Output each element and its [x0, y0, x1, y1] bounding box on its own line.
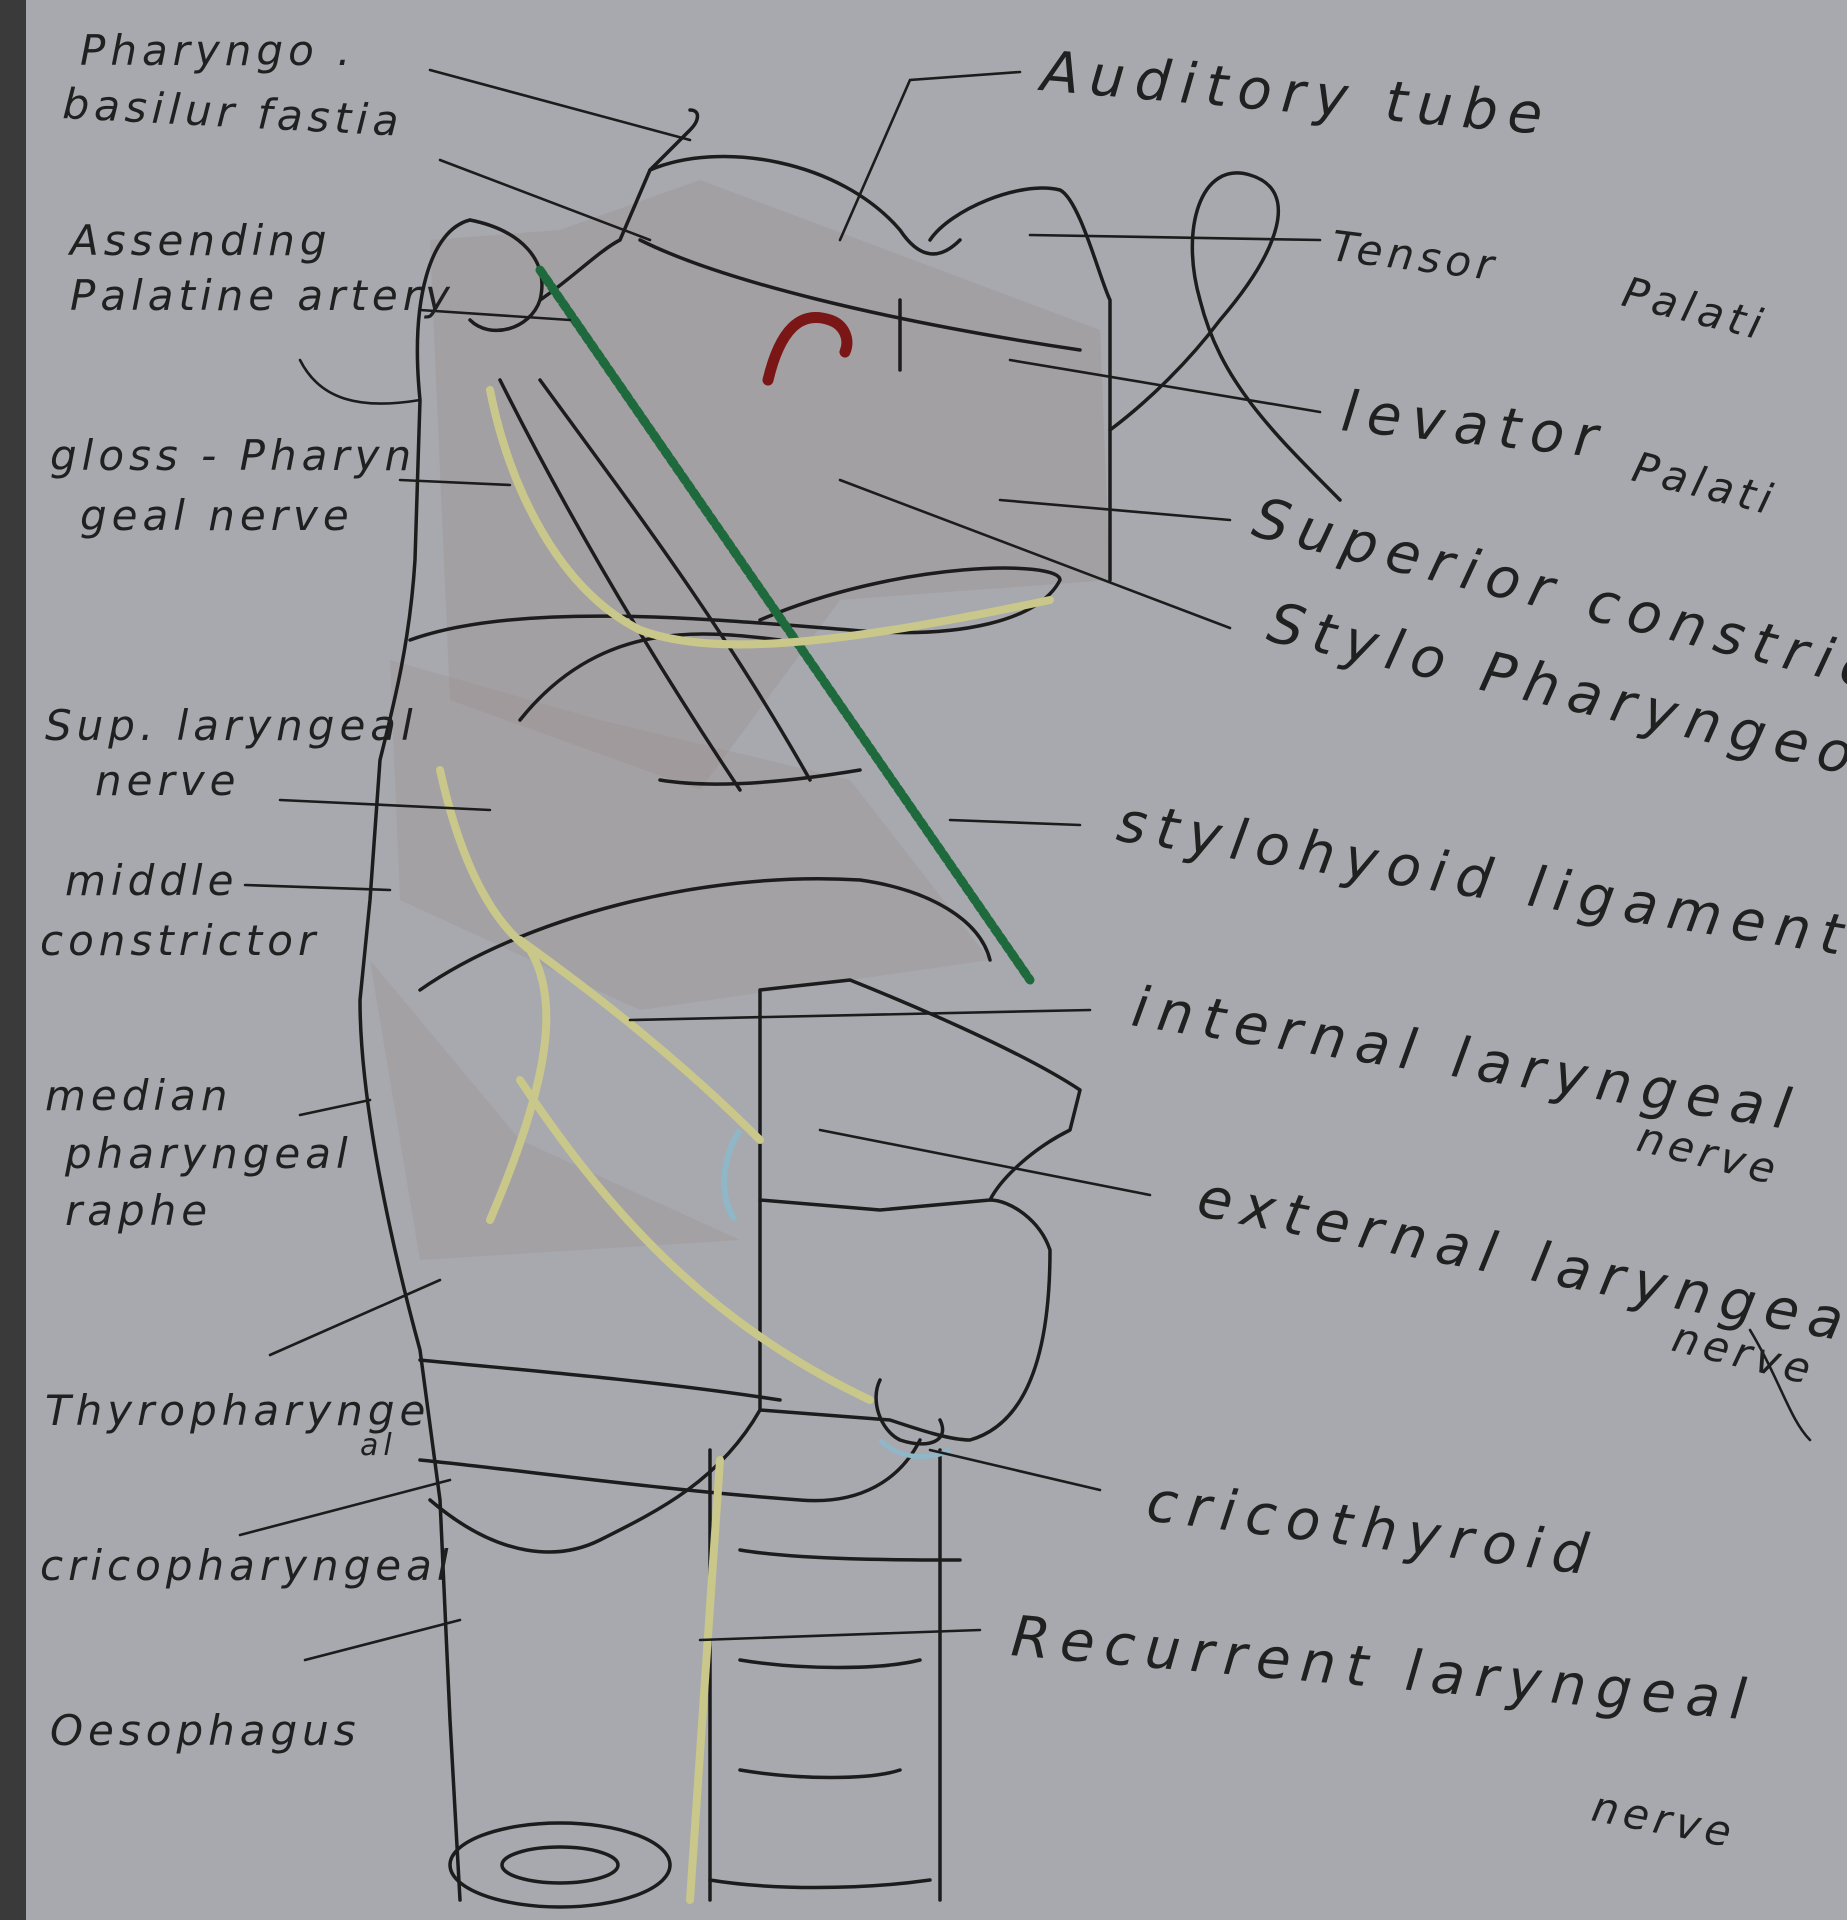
label-pharyngobasilar-line2: basilur fastia	[61, 79, 404, 146]
tensor-tendon-loop	[1110, 173, 1340, 500]
inferior-constrictor-shading	[370, 960, 740, 1260]
label-ascending-palatine-line2: Palatine artery	[70, 271, 455, 320]
label-levator-palati-word2: Palati	[1628, 442, 1782, 525]
leader-thyropharyngeal	[270, 1280, 440, 1355]
leader-middle-constrictor	[245, 885, 390, 890]
tracheal-ring-3	[740, 1770, 900, 1778]
label-stylohyoid-ligament: stylohyoid ligament	[1113, 790, 1847, 970]
label-internal-laryngeal-line1: internal laryngeal	[1128, 975, 1805, 1145]
label-middle-constrictor-line1: middle	[65, 856, 238, 905]
label-cricopharyngeal: cricopharyngeal	[40, 1541, 453, 1590]
label-tensor-palati-word1: Tensor	[1329, 221, 1502, 290]
leader-oesophagus	[305, 1620, 460, 1660]
labels-right: Auditory tube Tensor Palati levator Pala…	[1009, 39, 1847, 1858]
label-recurrent-laryngeal-line2: nerve	[1588, 1782, 1740, 1858]
leader-external-laryngeal	[820, 1130, 1150, 1195]
oesophagus-opening-outer	[450, 1823, 670, 1907]
thyropharyngeus-upper-edge	[420, 1360, 780, 1400]
label-levator-palati-word1: levator	[1339, 379, 1611, 472]
oesophagus-opening-inner	[502, 1847, 618, 1883]
leader-median-raphe	[300, 1100, 370, 1115]
leader-cricothyroid	[930, 1450, 1100, 1490]
label-median-raphe-line3: raphe	[65, 1186, 212, 1235]
left-edge-shadow	[0, 0, 26, 1920]
leader-recurrent-laryngeal	[700, 1630, 980, 1640]
leader-pharyngobasilar-2	[440, 160, 650, 240]
label-median-raphe-line1: median	[45, 1071, 232, 1120]
leader-tensor-palati	[1030, 235, 1320, 240]
label-thyropharyngeal-line2: al	[360, 1428, 397, 1463]
tracheal-ring-2	[740, 1660, 920, 1668]
label-glossopharyngeal-line2: geal nerve	[80, 491, 354, 540]
recurrent-laryngeal-nerve	[690, 1460, 720, 1900]
label-ascending-palatine-line1: Assending	[67, 216, 332, 265]
superior-constrictor-shading	[430, 180, 1110, 790]
label-recurrent-laryngeal-line1: Recurrent laryngeal	[1009, 1604, 1759, 1734]
label-cricothyroid: cricothyroid	[1143, 1469, 1601, 1589]
leader-cricopharyngeal	[240, 1480, 450, 1535]
arytenoid-hint	[724, 1130, 740, 1220]
label-auditory-tube: Auditory tube	[1036, 39, 1555, 149]
tracheal-ring-4	[710, 1880, 930, 1888]
label-middle-constrictor-line2: constrictor	[40, 916, 320, 965]
label-sup-laryngeal-line1: Sup. laryngeal	[45, 701, 418, 750]
label-sup-laryngeal-line2: nerve	[95, 756, 240, 805]
label-tensor-palati-word2: Palati	[1618, 267, 1772, 350]
leader-stylohyoid	[950, 820, 1080, 825]
label-pharyngobasilar-line1: Pharyngo .	[80, 26, 355, 75]
label-median-raphe-line2: pharyngeal	[64, 1129, 353, 1178]
leader-ascending-palatine-2	[300, 360, 420, 404]
thyropharyngeus-lower-edge	[420, 1440, 920, 1501]
leader-pharyngobasilar	[430, 70, 690, 140]
label-glossopharyngeal-line1: gloss - Pharyn	[50, 431, 416, 480]
leader-internal-laryngeal	[630, 1010, 1090, 1020]
tracheal-ring-1	[740, 1550, 960, 1560]
thyroid-cartilage-lower	[760, 1200, 1050, 1440]
label-oesophagus: Oesophagus	[50, 1706, 361, 1755]
leader-auditory-tube	[840, 72, 1020, 240]
